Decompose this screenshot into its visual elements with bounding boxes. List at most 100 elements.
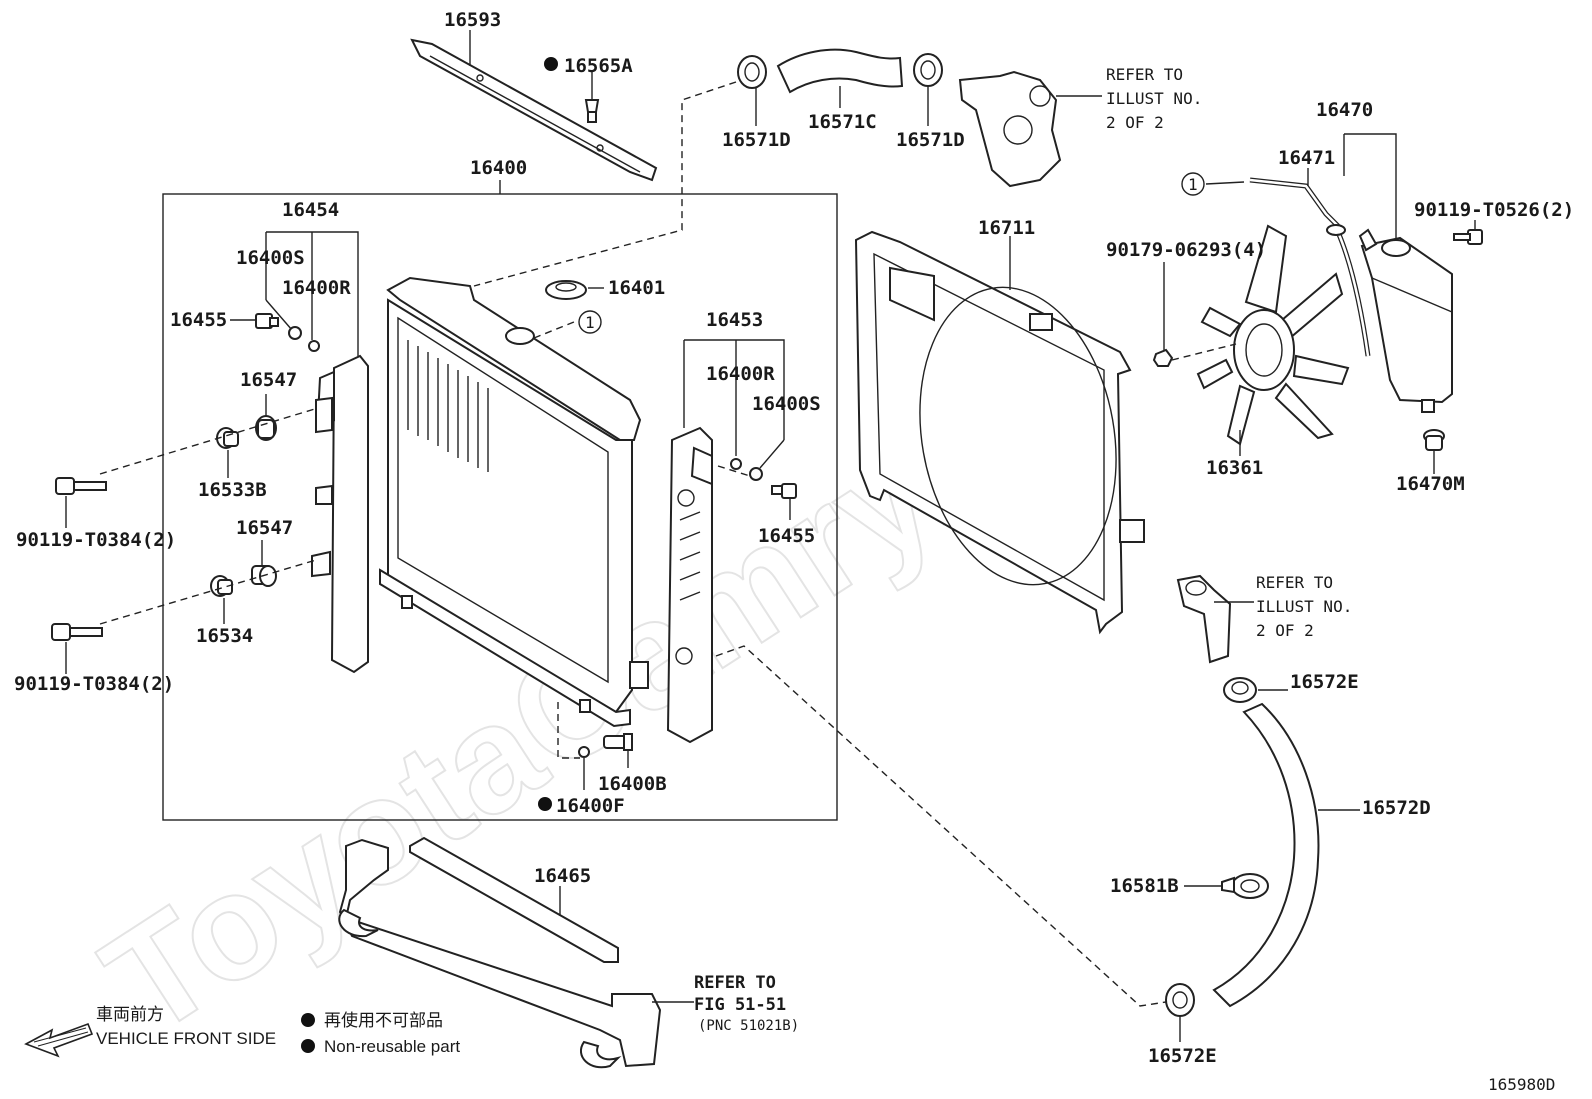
- part-16401-radiator-cap: [545, 280, 587, 300]
- water-inlet-housing: [1176, 574, 1232, 664]
- label-16400R-left: 16400R: [282, 277, 351, 299]
- part-16571D-clamp-right: [913, 53, 943, 87]
- label-16581B: 16581B: [1110, 875, 1179, 897]
- label-16571C: 16571C: [808, 111, 877, 133]
- part-16400-radiator-core: [379, 276, 649, 728]
- label-16465: 16465: [534, 865, 591, 887]
- label-16400: 16400: [470, 157, 527, 179]
- bracket-16453: [684, 339, 785, 440]
- label-16593: 16593: [444, 9, 501, 31]
- label-16547-lower: 16547: [236, 517, 293, 539]
- label-16571D-left: 16571D: [722, 129, 791, 151]
- part-16571C-upper-hose: [776, 48, 904, 94]
- bracket-16470: [1344, 133, 1397, 238]
- label-90119-T0384-upper: 90119-T0384(2): [16, 529, 176, 551]
- part-16465-lower-support: [409, 836, 619, 963]
- label-16533B: 16533B: [198, 479, 267, 501]
- figure-id: 165980D: [1488, 1075, 1555, 1094]
- part-16455-right-plug: [771, 483, 797, 499]
- part-16453-right-tank: [666, 426, 713, 744]
- part-16455-left-plug: [255, 313, 279, 329]
- water-outlet-housing: [958, 70, 1062, 188]
- label-16454: 16454: [282, 199, 339, 221]
- refer-note-3-line2: FIG 51-51: [694, 995, 786, 1015]
- legend-nonreuse-jp: 再使用不可部品: [324, 1010, 443, 1030]
- label-16534: 16534: [196, 625, 253, 647]
- bracket-16454: [266, 231, 359, 356]
- svg-text:1: 1: [585, 313, 595, 332]
- refer-note-3-line3: (PNC 51021B): [698, 1018, 799, 1034]
- legend-dot-icon-en: [301, 1039, 315, 1053]
- part-16572D-lower-hose: [1212, 702, 1320, 1008]
- label-16400S-right: 16400S: [752, 393, 821, 415]
- part-16471-overflow-hose: [1249, 177, 1371, 357]
- part-16454-left-tank: [311, 354, 369, 674]
- refer-note-2-line1: REFER TO: [1256, 573, 1333, 592]
- part-16581B-clip: [1221, 873, 1269, 899]
- label-16455-right: 16455: [758, 525, 815, 547]
- part-16400R-right-oring: [730, 458, 742, 470]
- lower-frame-bracket: [338, 838, 662, 1069]
- part-16593-support-bar: [410, 38, 658, 182]
- part-16547-upper-cushion: [255, 415, 277, 441]
- non-reusable-marker-16400F: [538, 797, 552, 811]
- part-16361-fan: [1196, 224, 1350, 446]
- part-16572E-clamp-lower: [1165, 983, 1195, 1017]
- part-90179-06293-nut: [1152, 348, 1174, 367]
- label-16361: 16361: [1206, 457, 1263, 479]
- part-16400S-left-gasket: [288, 326, 302, 340]
- refer-note-1-line3: 2 OF 2: [1106, 113, 1164, 132]
- refer-note-1-line2: ILLUST NO.: [1106, 89, 1202, 108]
- refer-note-1-line1: REFER TO: [1106, 65, 1183, 84]
- svg-text:1: 1: [1188, 175, 1198, 194]
- part-16711-fan-shroud: [854, 230, 1145, 635]
- refer-note-2-line2: ILLUST NO.: [1256, 597, 1352, 616]
- dashed-cap-to-marker: [533, 321, 575, 339]
- label-16453: 16453: [706, 309, 763, 331]
- label-16470M: 16470M: [1396, 473, 1465, 495]
- part-16571D-clamp-left: [737, 55, 767, 89]
- part-90119-T0384-lower-bolt: [51, 623, 103, 641]
- label-16400S-left: 16400S: [236, 247, 305, 269]
- reference-marker-1-radiator: 1: [578, 310, 602, 334]
- label-16471: 16471: [1278, 147, 1335, 169]
- part-90119-T0526-bolt: [1453, 229, 1483, 245]
- label-16401: 16401: [608, 277, 665, 299]
- part-90119-T0384-upper-bolt: [55, 477, 107, 495]
- label-16547-upper: 16547: [240, 369, 297, 391]
- label-16470: 16470: [1316, 99, 1373, 121]
- label-16572D: 16572D: [1362, 797, 1431, 819]
- part-16470-reservoir-tank: [1358, 228, 1453, 413]
- label-16565A: 16565A: [564, 55, 633, 77]
- label-16571D-right: 16571D: [896, 129, 965, 151]
- dashed-right-seal: [717, 465, 751, 477]
- refer-note-2-line3: 2 OF 2: [1256, 621, 1314, 640]
- part-16400F-oring: [578, 746, 590, 758]
- part-16400R-left-oring: [308, 340, 320, 352]
- leader-marker-1-reservoir: [1205, 181, 1245, 185]
- part-16470M-cap: [1423, 429, 1445, 451]
- dashed-fan-nut: [1171, 343, 1237, 361]
- legend-dot-icon-jp: [301, 1013, 315, 1027]
- part-16400S-right-gasket: [749, 467, 763, 481]
- label-16711: 16711: [978, 217, 1035, 239]
- legend-nonreuse-en: Non-reusable part: [324, 1037, 460, 1056]
- legend-front-jp: 車両前方: [96, 1005, 164, 1024]
- dashed-hose-to-radiator: [473, 81, 737, 287]
- label-90119-T0384-lower: 90119-T0384(2): [14, 673, 174, 695]
- label-16572E-lower: 16572E: [1148, 1045, 1217, 1067]
- label-16400F: 16400F: [556, 795, 625, 817]
- label-16572E-upper: 16572E: [1290, 671, 1359, 693]
- label-90119-T0526: 90119-T0526(2): [1414, 199, 1574, 221]
- reference-marker-1-reservoir: 1: [1181, 172, 1205, 196]
- legend-front-en: VEHICLE FRONT SIDE: [96, 1029, 276, 1048]
- part-16547-lower-cushion: [251, 565, 277, 587]
- part-16400B-drain-cock: [603, 733, 633, 751]
- dashed-bolt-upper: [99, 407, 319, 475]
- vehicle-front-arrow-icon: [24, 1022, 94, 1058]
- dashed-drain: [557, 702, 580, 759]
- refer-note-3-line1: REFER TO: [694, 973, 776, 993]
- part-16565A-clip: [584, 99, 600, 123]
